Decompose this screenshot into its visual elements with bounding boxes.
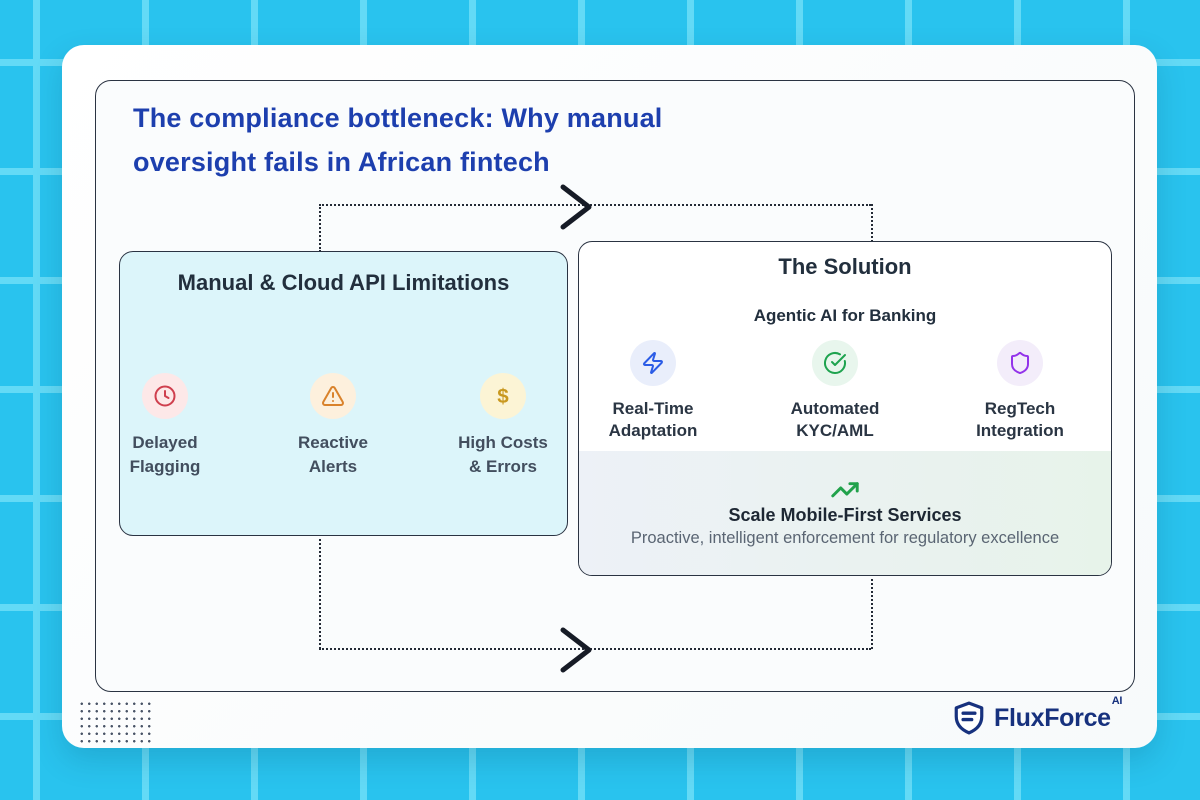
problem-item-delayed-flagging: Delayed Flagging [80, 373, 250, 479]
lightning-icon [630, 340, 676, 386]
problem-label-line2: & Errors [468, 457, 538, 476]
solution-item-regtech-integration: RegTech Integration [940, 340, 1100, 442]
solution-box-subtitle: Agentic AI for Banking [753, 306, 937, 325]
brand-name: FluxForceAI [994, 694, 1123, 732]
dot-pattern-decoration [78, 700, 152, 744]
solution-item-realtime-adaptation: Real-Time Adaptation [573, 340, 733, 442]
brand-suffix: AI [1111, 694, 1123, 707]
problem-box-title: Manual & Cloud API Limitations [177, 270, 510, 295]
problem-label-line2: Alerts [308, 457, 358, 476]
problem-box: Manual & Cloud API Limitations [119, 251, 568, 536]
connector-top-left-segment [319, 204, 321, 252]
check-circle-icon [812, 340, 858, 386]
solution-label-line2: Integration [976, 421, 1064, 440]
clock-icon [142, 373, 188, 419]
solution-box-title: The Solution [778, 254, 912, 279]
trending-up-icon [831, 482, 859, 498]
problem-label-line2: Flagging [129, 457, 201, 476]
connector-top-right-segment [871, 204, 873, 242]
problem-label-line1: Delayed [132, 433, 198, 452]
arrowhead-bottom-icon [560, 627, 592, 673]
dollar-icon: $ [480, 373, 526, 419]
highlight-title: Scale Mobile-First Services [728, 505, 962, 525]
warning-triangle-icon [310, 373, 356, 419]
connector-top-line [319, 204, 871, 206]
problem-label-line1: High Costs [458, 433, 548, 452]
brand-logo: FluxForceAI [952, 694, 1123, 736]
solution-highlight-panel: Scale Mobile-First Services Proactive, i… [579, 451, 1111, 575]
brand-shield-icon [954, 701, 984, 735]
problem-item-high-costs: $ High Costs & Errors [418, 373, 588, 479]
solution-label-line1: RegTech [984, 399, 1056, 418]
page-title-line1: The compliance bottleneck: Why manual [133, 103, 663, 133]
highlight-subtitle: Proactive, intelligent enforcement for r… [630, 529, 1060, 547]
page-title: The compliance bottleneck: Why manual ov… [133, 96, 663, 184]
page-title-line2: oversight fails in African fintech [133, 147, 550, 177]
solution-box: The Solution Agentic AI for Banking Scal… [578, 241, 1112, 576]
problem-label-line1: Reactive [298, 433, 368, 452]
solution-label-line1: Automated [790, 399, 880, 418]
solution-item-automated-kyc: Automated KYC/AML [755, 340, 915, 442]
connector-bottom-right-segment [871, 574, 873, 649]
solution-label-line2: KYC/AML [796, 421, 874, 440]
solution-label-line1: Real-Time [612, 399, 694, 418]
solution-label-line2: Adaptation [608, 421, 698, 440]
connector-bottom-left-segment [319, 534, 321, 649]
connector-bottom-line [319, 648, 871, 650]
svg-text:$: $ [497, 385, 509, 408]
problem-item-reactive-alerts: Reactive Alerts [248, 373, 418, 479]
shield-icon [997, 340, 1043, 386]
arrowhead-top-icon [560, 184, 592, 230]
